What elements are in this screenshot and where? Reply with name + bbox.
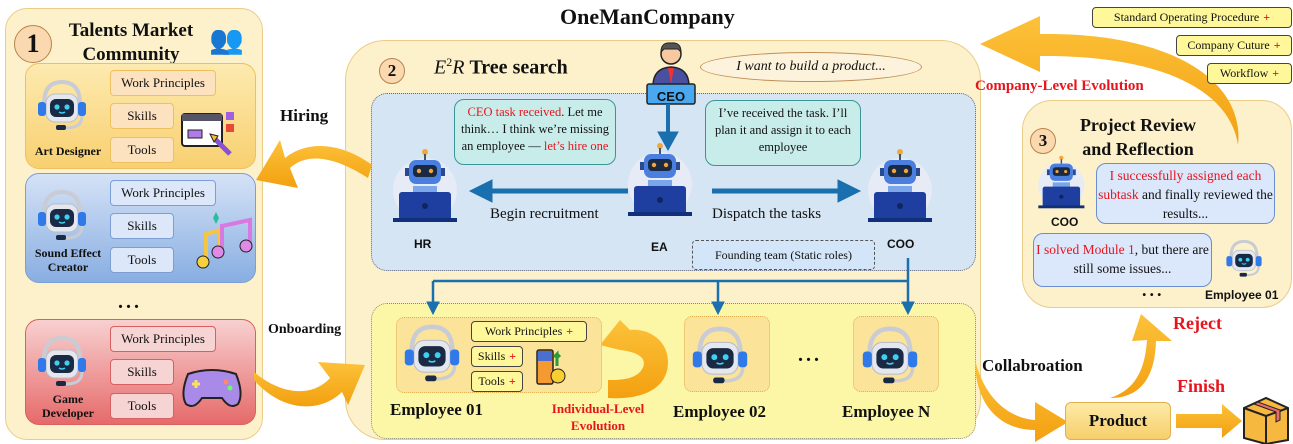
headset-robot-icon (398, 320, 466, 393)
employee-name: Employee 02 (673, 402, 767, 421)
talent-tag: Tools (110, 393, 174, 419)
begin-recruitment-label: Begin recruitment (490, 206, 599, 222)
talent-tag: Work Principles (110, 70, 216, 96)
coo-review-message: I successfully assigned each subtask and… (1096, 163, 1275, 224)
reject-label: Reject (1173, 313, 1222, 333)
talent-tag: Work Principles (110, 180, 216, 206)
individual-evolution-arrow (600, 320, 668, 399)
step-number: 1 (14, 25, 52, 63)
role-label-ea: EA (651, 240, 668, 254)
talent-tag: Skills (110, 103, 174, 129)
music-notes-icon (194, 212, 254, 279)
talent-name: Art Designer (34, 144, 102, 158)
battery-upgrade-icon (536, 349, 566, 385)
onboarding-label: Onboarding (268, 322, 342, 337)
panel-title: E2R Tree search (434, 55, 568, 79)
employee-name: Employee N (842, 402, 931, 421)
finish-arrow (1176, 404, 1242, 438)
company-evolution-arrow (980, 16, 1239, 145)
palette-window-icon (180, 108, 240, 163)
employee-skills-tag: Skills+ (471, 346, 523, 367)
employee-name: Employee 01 (390, 400, 484, 419)
robot-laptop-icon-hr (387, 148, 463, 231)
headset-robot-icon (32, 186, 92, 251)
ceo-thought-bubble: I want to build a product... (700, 52, 922, 82)
reject-arrow (1110, 314, 1172, 398)
headset-robot-icon (686, 322, 754, 395)
evolution-tag-culture: Company Cuture+ (1176, 35, 1292, 56)
employee-label: Employee 01 (1205, 288, 1279, 302)
ea-speech-bubble: CEO task received. Let me think… I think… (454, 99, 616, 165)
hiring-arrow (256, 140, 372, 188)
onboarding-arrow (254, 362, 365, 407)
dispatch-tasks-label: Dispatch the tasks (712, 206, 822, 222)
talent-tag: Tools (110, 247, 174, 273)
evolution-tag-workflow: Workflow+ (1207, 63, 1292, 84)
role-label-coo: COO (887, 237, 915, 251)
finish-label: Finish (1177, 376, 1226, 396)
employee-robot-icon (1222, 237, 1266, 286)
ceo-label: CEO (656, 89, 686, 104)
coo-speech-bubble: I’ve received the task. I’ll plan it and… (705, 100, 861, 166)
ceo-avatar-icon (646, 42, 696, 105)
product-box: Product (1065, 402, 1171, 440)
robot-laptop-icon-coo (862, 148, 938, 231)
employee-work-principles-tag: Work Principles+ (471, 321, 587, 342)
robot-laptop-icon-ea (622, 142, 698, 225)
headset-robot-icon (856, 322, 924, 395)
talent-tag: Work Principles (110, 326, 216, 352)
ellipsis: ... (118, 291, 142, 313)
gamepad-icon (180, 364, 244, 415)
talent-tag: Skills (110, 359, 174, 385)
step-number: 3 (1030, 128, 1056, 154)
role-label-hr: HR (414, 237, 432, 251)
talent-tag: Tools (110, 137, 174, 163)
collaboration-arrow (975, 360, 1068, 442)
ellipsis: ... (1142, 280, 1165, 300)
headset-robot-icon (32, 332, 92, 397)
step-number: 2 (379, 58, 405, 84)
team-people-icon: 👥 (209, 25, 244, 56)
main-title: OneManCompany (560, 4, 735, 29)
collaboration-label: Collabroation (982, 356, 1083, 375)
founding-team-label: Founding team (Static roles) (692, 240, 875, 270)
coo-robot-icon (1034, 155, 1089, 215)
evolution-tag-sop: Standard Operating Procedure+ (1092, 7, 1292, 28)
employee-review-message: I solved Module 1, but there are still s… (1033, 233, 1212, 287)
ellipsis: ... (798, 344, 822, 366)
coo-label: COO (1051, 215, 1079, 229)
company-evolution-label: Company-Level Evolution (975, 78, 1144, 94)
hiring-label: Hiring (280, 106, 329, 125)
package-box-icon (1243, 396, 1289, 444)
employee-tools-tag: Tools+ (471, 371, 523, 392)
talent-tag: Skills (110, 213, 174, 239)
headset-robot-icon (32, 76, 92, 141)
